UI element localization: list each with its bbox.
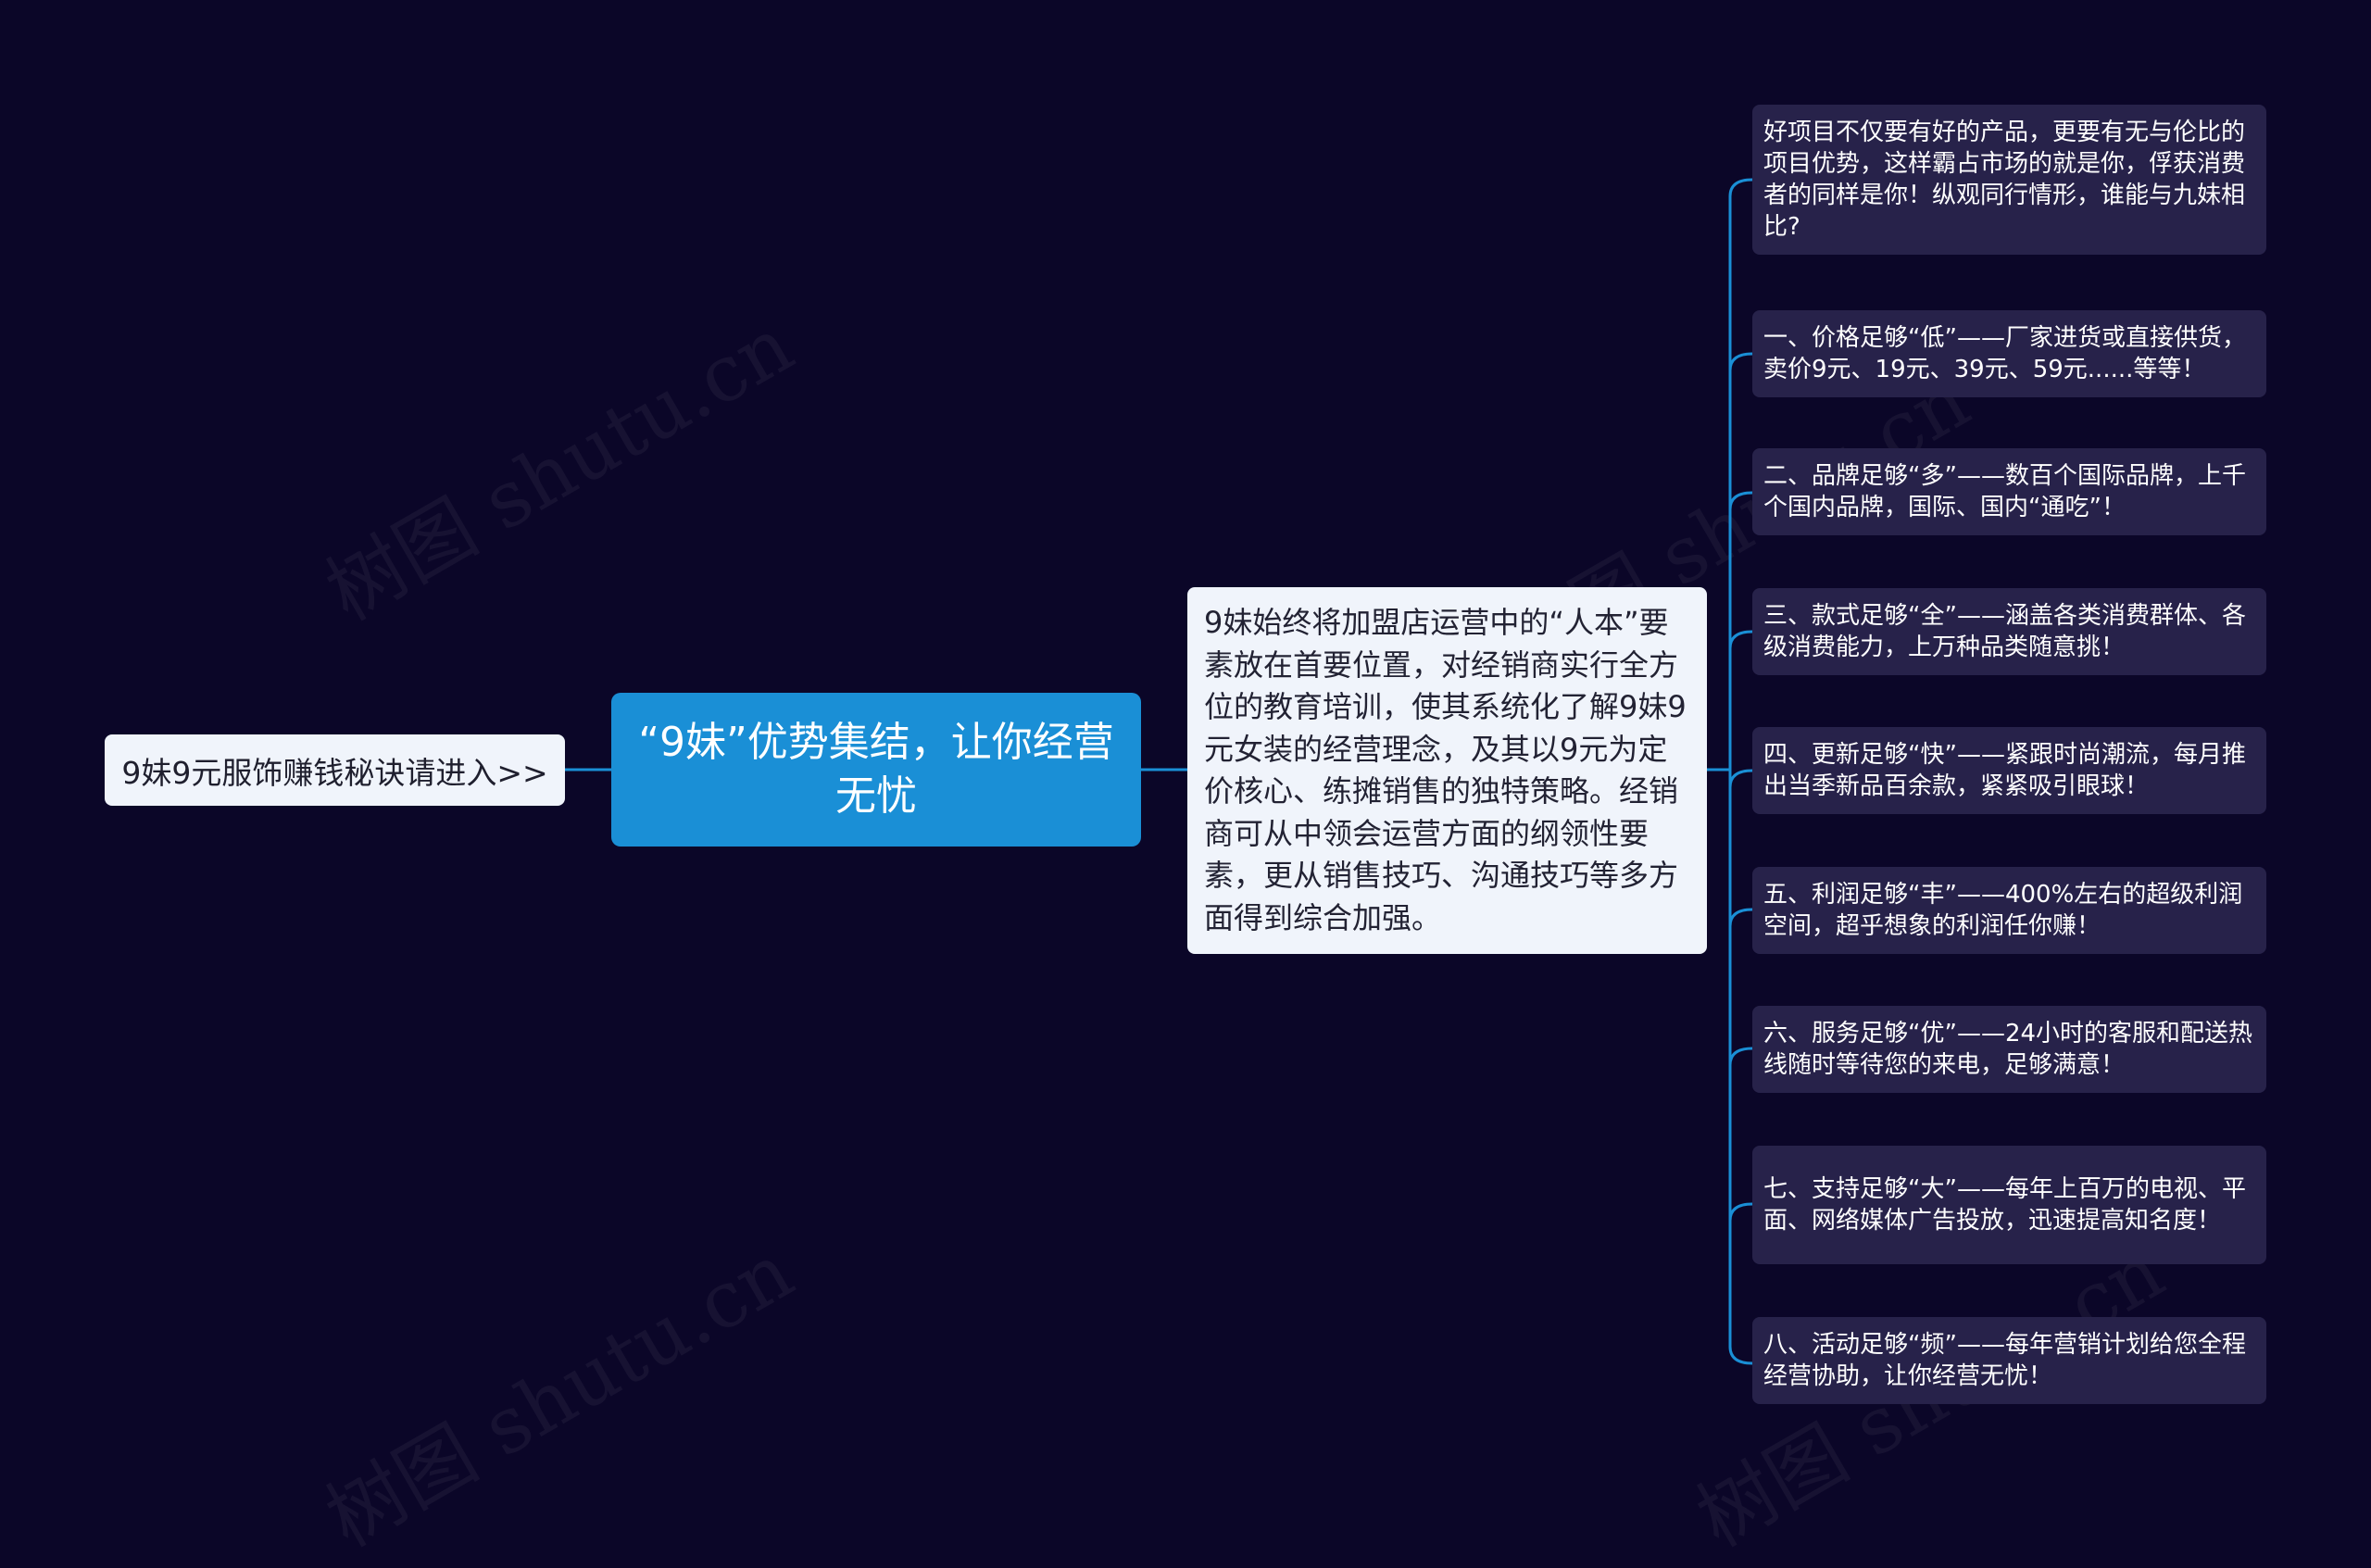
- leaf-node-service[interactable]: 六、服务足够“优”——24小时的客服和配送热线随时等待您的来电，足够满意！: [1752, 1006, 2266, 1093]
- leaf-node-style[interactable]: 三、款式足够“全”——涵盖各类消费群体、各级消费能力，上万种品类随意挑！: [1752, 588, 2266, 675]
- link-node-9mei-secrets[interactable]: 9妹9元服饰赚钱秘诀请进入>>: [105, 734, 565, 806]
- connector-lines: [563, 178, 1754, 1365]
- branch-curve: [1728, 1202, 1754, 1223]
- branch-curve: [1728, 178, 1754, 198]
- branch-curve: [1728, 1345, 1754, 1365]
- leaf-node-price[interactable]: 一、价格足够“低”——厂家进货或直接供货，卖价9元、19元、39元、59元...…: [1752, 310, 2266, 397]
- branch-curve: [1728, 1047, 1754, 1067]
- leaf-node-activity[interactable]: 八、活动足够“频”——每年营销计划给您全程经营协助，让你经营无忧！: [1752, 1317, 2266, 1404]
- branch-curve: [1728, 769, 1754, 789]
- branch-curve: [1728, 491, 1754, 511]
- central-topic[interactable]: “9妹”优势集结，让你经营无忧: [611, 693, 1141, 847]
- branch-curve: [1728, 630, 1754, 650]
- branch-curve: [1728, 352, 1754, 372]
- description-node[interactable]: 9妹始终将加盟店运营中的“人本”要素放在首要位置，对经销商实行全方位的教育培训，…: [1187, 587, 1707, 954]
- branch-curve: [1728, 908, 1754, 928]
- leaf-node-update[interactable]: 四、更新足够“快”——紧跟时尚潮流，每月推出当季新品百余款，紧紧吸引眼球！: [1752, 727, 2266, 814]
- leaf-node-support[interactable]: 七、支持足够“大”——每年上百万的电视、平面、网络媒体广告投放，迅速提高知名度！: [1752, 1146, 2266, 1264]
- leaf-node-brand[interactable]: 二、品牌足够“多”——数百个国际品牌，上千个国内品牌，国际、国内“通吃”！: [1752, 448, 2266, 535]
- leaf-node-intro[interactable]: 好项目不仅要有好的产品，更要有无与伦比的项目优势，这样霸占市场的就是你，俘获消费…: [1752, 105, 2266, 255]
- leaf-node-profit[interactable]: 五、利润足够“丰”——400%左右的超级利润空间，超乎想象的利润任你赚！: [1752, 867, 2266, 954]
